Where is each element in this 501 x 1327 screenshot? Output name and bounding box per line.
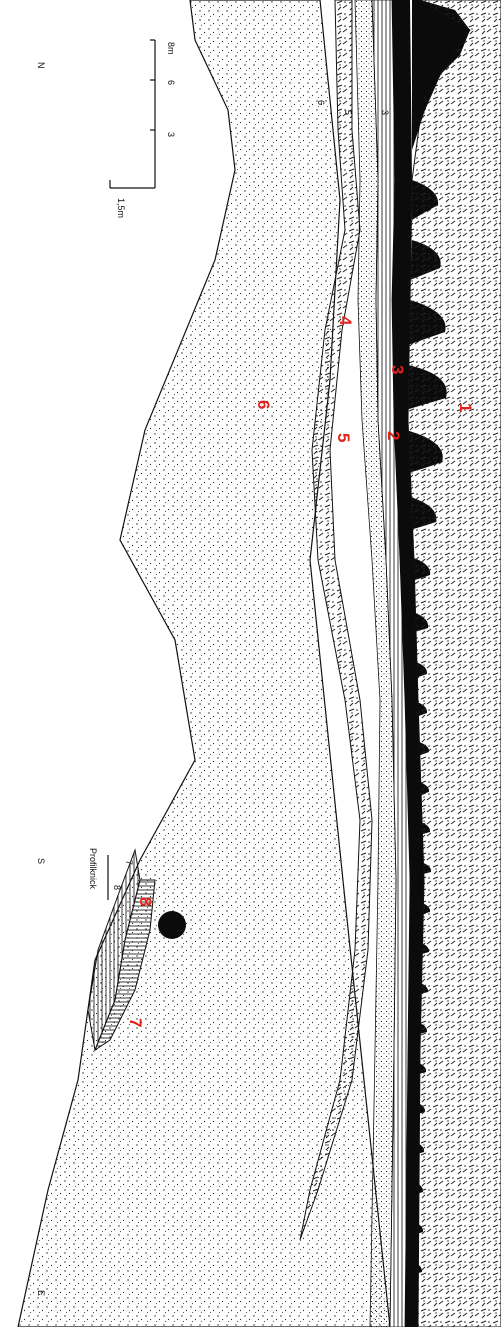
layer-label-black-5: 5 (343, 110, 353, 115)
scale-tick-3: 3 (166, 132, 176, 137)
layer-label-black-3: 3 (380, 110, 390, 115)
layer-label-black-7: 7 (124, 860, 134, 865)
east-label: E (36, 1290, 46, 1296)
scale-tick-6: 6 (166, 80, 176, 85)
sample-point-marker (158, 911, 186, 939)
north-label: N (36, 62, 46, 69)
layer-label-black-8: 8 (112, 885, 122, 890)
layer-label-red-4: 4 (336, 316, 355, 326)
layer-label-red-8: 8 (136, 897, 155, 906)
profilknick-label: Profilknick (88, 848, 98, 890)
layer-label-red-1: 1 (456, 403, 475, 412)
layer-1-gravel (408, 0, 501, 1327)
layer-label-red-7: 7 (126, 1018, 145, 1027)
layer-label-red-3: 3 (388, 365, 407, 374)
layer-label-red-5: 5 (334, 433, 353, 442)
scale-bar (110, 40, 155, 188)
south-label: S (36, 858, 46, 864)
layer-label-red-6: 6 (254, 400, 273, 409)
scale-tick-8m: 8m (166, 42, 176, 55)
scale-vertical-label: 1,5m (116, 198, 126, 218)
layer-label-black-6: 6 (316, 100, 326, 105)
layer-label-red-2: 2 (384, 431, 403, 440)
